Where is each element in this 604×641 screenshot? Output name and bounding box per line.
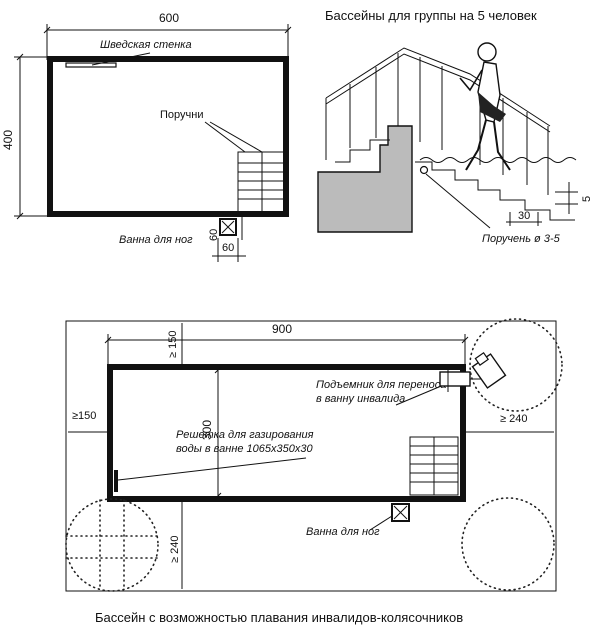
leader-line xyxy=(91,52,151,66)
dim-tick xyxy=(104,336,112,344)
handrail-top-inner xyxy=(325,53,551,133)
lift-symbol xyxy=(439,351,507,392)
lift-label-line1: Подъемник для переноса xyxy=(316,379,446,391)
dim-tick xyxy=(461,336,469,344)
handrail-top xyxy=(325,47,551,127)
pool-outline xyxy=(47,56,289,217)
leader-line xyxy=(369,515,393,531)
dim-top-label: ≥ 150 xyxy=(167,331,179,358)
foot-bath-label: Ванна для ног xyxy=(119,234,193,246)
turning-circle-top-right xyxy=(469,318,563,412)
plan-wheelchair-pool: 900 ≥ 150 ≥150 ≥ 240 ≥ 240 300 Решетка д… xyxy=(65,318,563,592)
foot-bath-label: Ванна для ног xyxy=(306,526,380,538)
leader-line xyxy=(204,121,246,153)
room-outline xyxy=(65,320,557,592)
foot-bath-cross xyxy=(393,505,408,520)
turning-circle-bottom-left xyxy=(65,498,159,592)
stairs xyxy=(237,151,285,213)
grate-label-line1: Решетка для газирования xyxy=(176,429,314,441)
turning-circle-bottom-right xyxy=(461,497,555,591)
dim-width-label: 900 xyxy=(272,322,292,336)
handrail-section-symbol xyxy=(419,165,429,175)
dim-left-label: ≥150 xyxy=(72,410,96,422)
dim-bottom-label: ≥ 240 xyxy=(169,536,181,563)
grate-label-line2: воды в ванне 1065х350х30 xyxy=(176,443,313,455)
leader-line xyxy=(425,173,491,229)
dim-height-label: 300 xyxy=(200,420,214,440)
dim-tick xyxy=(16,212,24,220)
dim-tick xyxy=(16,53,24,61)
dim-tick xyxy=(214,366,222,374)
handrail-dia-label: Поручень ø 3-5 xyxy=(482,233,561,245)
dim-60-label-b: 60 xyxy=(222,242,234,254)
wall-bars-symbol xyxy=(65,62,117,68)
dim-tick xyxy=(43,26,51,34)
leader-line xyxy=(395,383,447,406)
foot-bath-cross xyxy=(221,220,235,234)
upper-steps xyxy=(335,139,390,163)
handrails-label: Поручни xyxy=(160,109,203,121)
water-line xyxy=(419,157,577,163)
pool-wall-section xyxy=(317,125,413,233)
plan-small-pool: 600 400 Шведская стенка Поручни Ванна дл… xyxy=(1,11,292,262)
dim-5-label: 5 xyxy=(581,196,593,202)
pool-outline xyxy=(107,364,466,502)
leader-line xyxy=(209,121,263,153)
bottom-title: Бассейн с возможностью плавания инвалидо… xyxy=(95,610,463,625)
section-view: 30 5 Поручень ø 3-5 xyxy=(317,42,593,245)
dim-60-label-a: 60 xyxy=(208,229,220,241)
swimmer-figure xyxy=(459,42,511,171)
lower-steps xyxy=(415,161,575,221)
dim-tick xyxy=(214,492,222,500)
leader-line xyxy=(117,457,307,481)
dim-tick xyxy=(284,26,292,34)
dim-height-label: 400 xyxy=(1,130,15,150)
dim-right-label: ≥ 240 xyxy=(500,413,527,425)
lift-label-line2: в ванну инвалида xyxy=(316,393,405,405)
dim-30-label: 30 xyxy=(518,210,530,222)
dim-width-label: 600 xyxy=(159,11,179,25)
grate-symbol xyxy=(114,470,118,492)
wall-bars-label: Шведская стенка xyxy=(100,39,192,51)
top-title: Бассейны для группы на 5 человек xyxy=(325,8,537,23)
